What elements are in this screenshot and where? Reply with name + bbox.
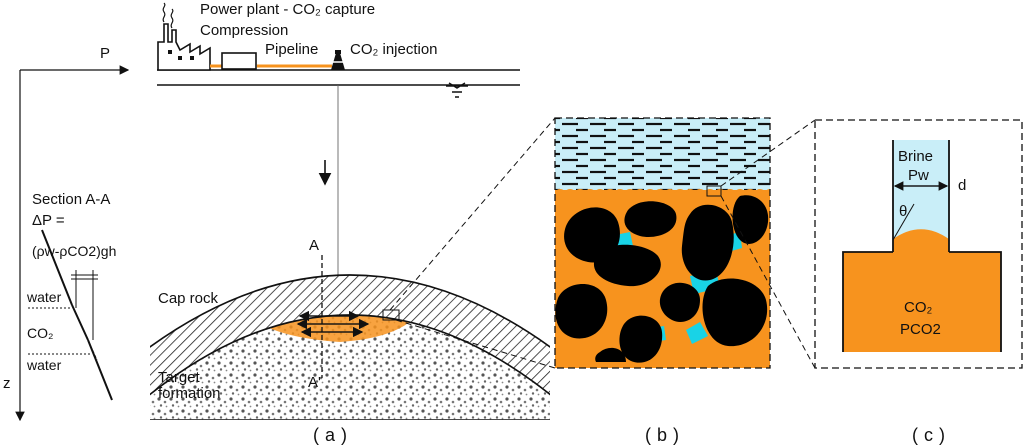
water-gradient-upper <box>41 229 73 306</box>
rock-grains <box>555 195 769 363</box>
section-a-bottom: A' <box>308 374 321 391</box>
capillary-panel: Brine Pw d θ CO₂ PCO2 <box>814 119 1023 369</box>
zoom-box-a <box>382 309 400 321</box>
d-label: d <box>958 177 966 194</box>
compressor-icon <box>221 52 257 70</box>
delta-p-label: ΔP = <box>32 212 65 229</box>
co2-c-label: CO₂ <box>904 299 933 316</box>
water-extension-dashed <box>71 304 98 361</box>
injection-label: CO₂ injection <box>350 41 438 58</box>
cap-rock-layer <box>150 274 550 396</box>
section-a-top: A <box>309 237 319 254</box>
panel-c-frame <box>814 119 1023 369</box>
reservoir-section: A A' Cap rock Target formation <box>150 237 550 420</box>
zoom-lines-bc <box>720 119 816 369</box>
theta-label: θ <box>899 203 907 220</box>
contact-angle-line <box>892 203 915 241</box>
zoom-box-b <box>706 185 722 197</box>
co2-reservoir-shape <box>843 230 1001 352</box>
target-label-2: formation <box>158 385 221 402</box>
water-upper-label: water <box>26 289 62 305</box>
brine-caprock-region <box>555 118 770 192</box>
zoom-lines-ab <box>389 117 556 369</box>
panel-b-frame <box>554 117 771 369</box>
cap-rock-label: Cap rock <box>158 290 219 307</box>
section-label: Section A-A <box>32 191 110 208</box>
panel-b-caption: (b) <box>645 425 685 445</box>
pore-scale-panel <box>554 117 771 369</box>
panel-a-caption: (a) <box>313 425 353 445</box>
panel-c-caption: (c) <box>912 425 951 445</box>
plume-arrows <box>296 310 370 338</box>
compression-label: Compression <box>200 22 288 39</box>
pressure-depth-plot: P z Section A-A ΔP = (ρw-ρCO2)gh water C… <box>3 45 130 422</box>
surface-facilities: Power plant - CO₂ capture Compression Pi… <box>157 1 520 362</box>
p-axis-label: P <box>100 45 110 62</box>
pw-label: Pw <box>908 167 929 184</box>
z-axis-label: z <box>3 375 11 392</box>
pco2-label: PCO2 <box>900 321 941 338</box>
power-plant-label: Power plant - CO₂ capture <box>200 1 375 18</box>
pipeline-label: Pipeline <box>265 41 318 58</box>
injection-well-icon <box>331 50 345 70</box>
water-gradient-lower <box>87 339 113 401</box>
co2-left-label: CO₂ <box>27 325 53 341</box>
brine-label: Brine <box>898 148 933 165</box>
reservoir-outline <box>842 251 1002 352</box>
target-label-1: Target <box>158 369 201 386</box>
water-lower-label: water <box>26 357 62 373</box>
delta-p-formula: (ρw-ρCO2)gh <box>32 243 116 259</box>
water-table-icon <box>446 82 468 98</box>
power-plant-icon <box>157 2 211 71</box>
caprock-boundary-bumps <box>555 189 770 193</box>
meniscus <box>892 229 950 241</box>
